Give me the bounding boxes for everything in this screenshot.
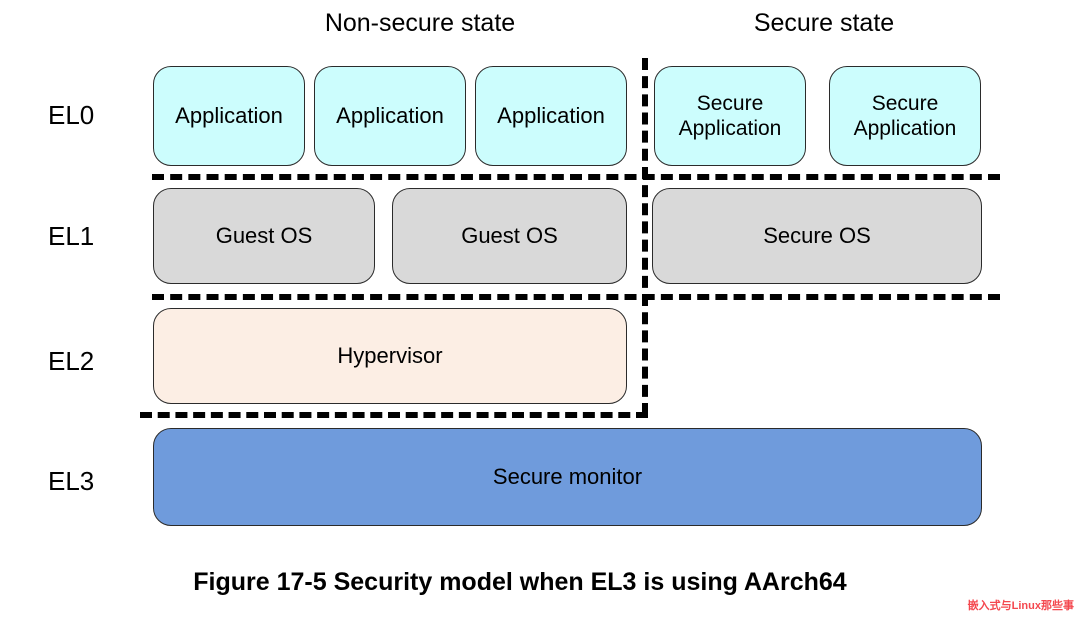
- exception-level-label-el2: EL2: [48, 346, 95, 376]
- exception-level-label-el1: EL1: [48, 221, 95, 251]
- non-secure-state-header: Non-secure state: [324, 9, 516, 37]
- box-application-3: Application: [475, 66, 627, 166]
- box-application-1: Application: [153, 66, 305, 166]
- watermark-text: 嵌入式与Linux那些事: [967, 600, 1074, 612]
- exception-level-label-el3: EL3: [48, 466, 95, 496]
- box-application-2: Application: [314, 66, 466, 166]
- box-secure-monitor: Secure monitor: [153, 428, 982, 526]
- box-guest-os-2: Guest OS: [392, 188, 627, 284]
- divider-el2-el3: [140, 412, 648, 418]
- figure-caption: Figure 17-5 Security model when EL3 is u…: [193, 568, 847, 596]
- box-secure-os: Secure OS: [652, 188, 982, 284]
- box-secure-application-2: Secure Application: [829, 66, 981, 166]
- box-secure-application-1: Secure Application: [654, 66, 806, 166]
- secure-state-header: Secure state: [753, 9, 895, 37]
- box-guest-os-1: Guest OS: [153, 188, 375, 284]
- divider-el0-el1: [152, 174, 1000, 180]
- divider-secure-nonsecure: [642, 58, 648, 415]
- exception-level-label-el0: EL0: [48, 100, 95, 130]
- divider-el1-el2: [152, 294, 1000, 300]
- box-hypervisor: Hypervisor: [153, 308, 627, 404]
